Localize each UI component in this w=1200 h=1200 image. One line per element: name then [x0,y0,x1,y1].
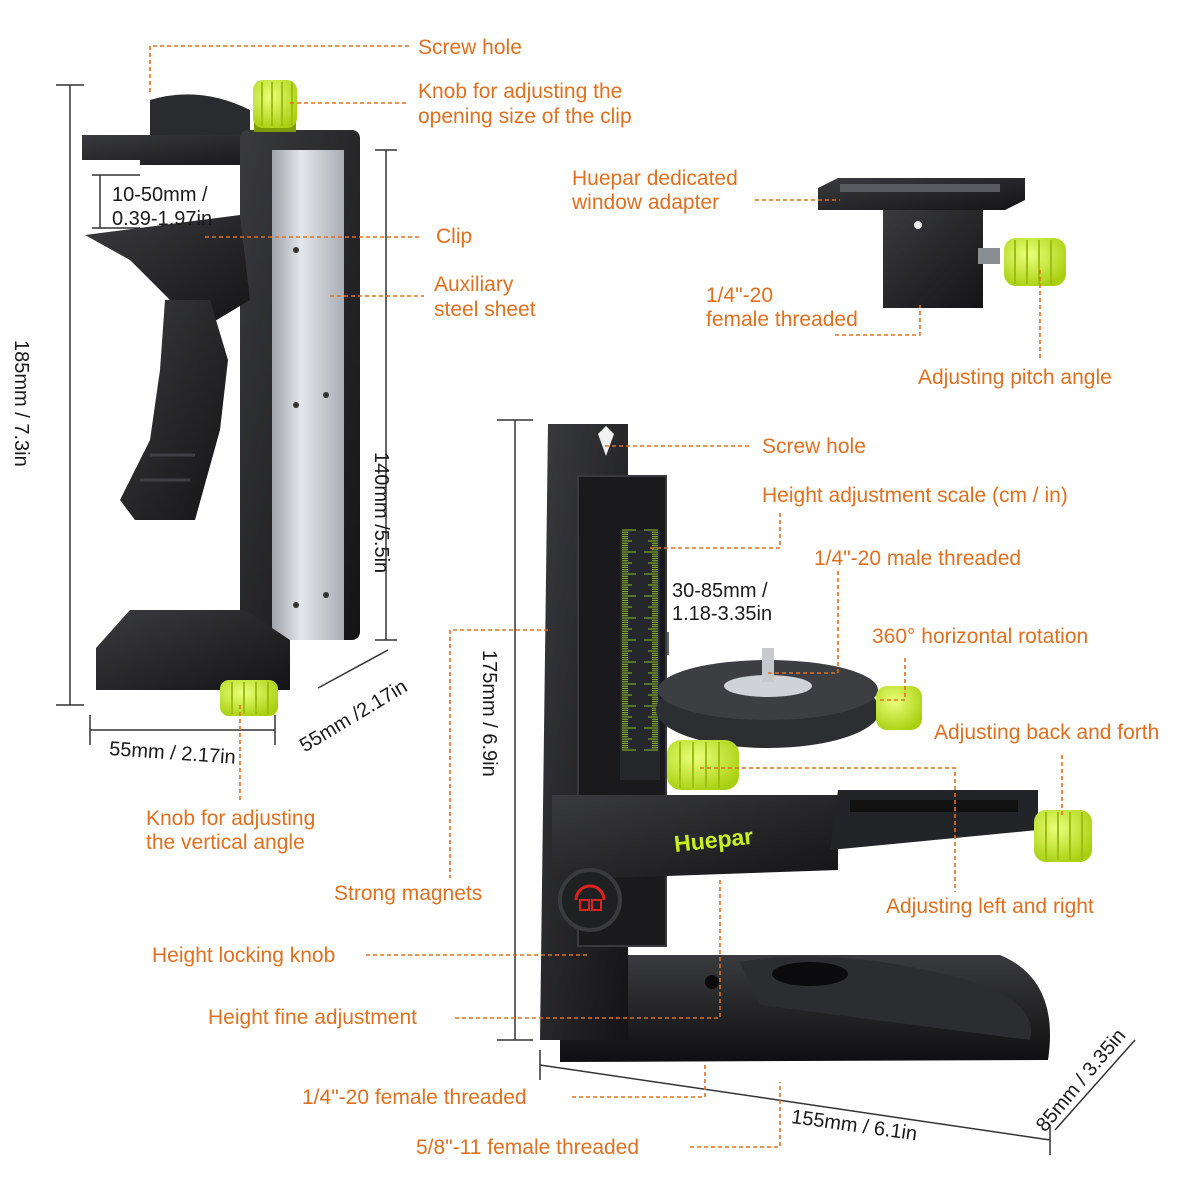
female-58-label: 5/8"-11 female threaded [416,1136,640,1159]
adapter-thread-line2: female threaded [706,308,858,331]
clip-label: Clip [436,225,473,248]
clamp-bracket [82,80,360,716]
clip-knob [253,80,297,132]
vertical-knob-label-line1: Knob for adjusting [146,807,316,830]
steel-sheet-label-line2: steel sheet [434,298,536,321]
vertical-knob-label-line2: the vertical angle [146,831,305,854]
fine-adjust-label: Height fine adjustment [208,1006,417,1029]
adapter-name-line1: Huepar dedicated [572,167,738,190]
vertical-angle-knob [220,680,278,716]
window-adapter [818,178,1066,308]
scale-label: Height adjustment scale (cm / in) [762,484,1068,507]
height-locking-knob [558,868,622,932]
bracket-total-height: 185mm / 7.3in [10,340,32,467]
back-forth-knob [1034,810,1092,862]
range-dim-line1: 30-85mm / [672,580,768,602]
male-thread-label: 1/4"-20 male threaded [814,547,1022,570]
callout-leaders [149,45,1063,1148]
opening-dim-line1: 10-50mm / [112,184,208,206]
range-dim-line2: 1.18-3.35in [672,603,773,625]
left-right-label: Adjusting left and right [886,895,1094,918]
dimension-lines [56,84,1136,1155]
adapter-thread-line1: 1/4"-20 [706,284,773,307]
pitch-angle-label: Adjusting pitch angle [918,366,1112,389]
back-forth-label: Adjusting back and forth [934,721,1160,744]
bracket-screw-hole-label: Screw hole [418,36,522,59]
left-right-knob [667,740,739,790]
steel-sheet [272,150,344,640]
clip-knob-label-line1: Knob for adjusting the [418,80,623,103]
rotation-label: 360° horizontal rotation [872,625,1089,648]
opening-dim-line2: 0.39-1.97in [112,208,213,230]
bracket-inner-height: 140mm /5.5in [370,452,392,574]
female-14-label: 1/4"-20 female threaded [302,1086,527,1109]
magnetic-mount: Huepar [540,424,1092,1062]
adapter-name-line2: window adapter [572,191,720,214]
magnets-label: Strong magnets [334,882,483,905]
locking-knob-label: Height locking knob [152,944,336,967]
rotation-knob [876,686,922,730]
mount-screw-hole-label: Screw hole [762,435,866,458]
steel-sheet-label-line1: Auxiliary [434,273,514,296]
mount-height: 175mm / 6.9in [478,650,500,777]
clip-knob-label-line2: opening size of the clip [418,105,632,128]
